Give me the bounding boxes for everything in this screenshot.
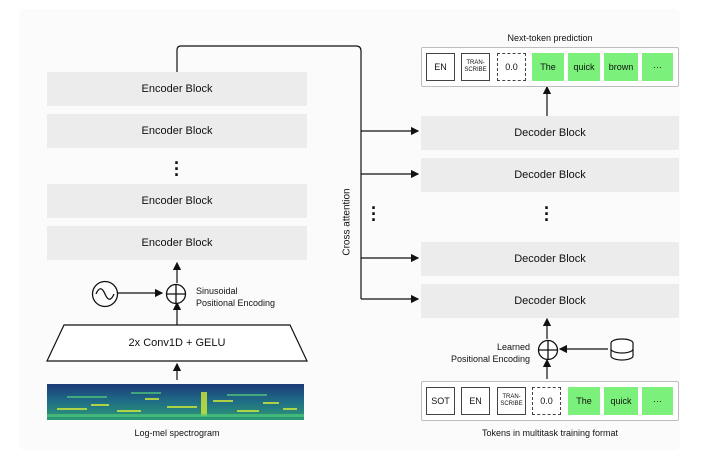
decoder-block: Decoder Block: [421, 158, 679, 192]
vertical-ellipsis-icon: ···: [174, 153, 180, 185]
learned-positional-encoding-label: Learned Positional Encoding: [432, 341, 530, 365]
input-token-caption: Tokens in multitask training format: [481, 428, 619, 438]
plus-circle-icon: [537, 339, 559, 361]
spectrogram-image: [47, 384, 304, 420]
encoder-block: Encoder Block: [47, 72, 307, 106]
plus-circle-icon: [165, 283, 187, 305]
learned-pos-line2: Positional Encoding: [450, 354, 530, 364]
token: 0.0: [497, 53, 526, 81]
token: TRAN- SCRIBE: [497, 387, 526, 415]
input-token-strip: SOT EN TRAN- SCRIBE 0.0 The quick ···: [421, 381, 679, 421]
output-token-strip: EN TRAN- SCRIBE 0.0 The quick brown ···: [421, 47, 679, 87]
token: SOT: [426, 387, 455, 415]
pos-enc-line2: Positional Encoding: [196, 298, 276, 308]
decoder-block: Decoder Block: [421, 116, 679, 150]
decoder-block: Decoder Block: [421, 242, 679, 276]
conv-gelu-block: 2x Conv1D + GELU: [128, 337, 226, 349]
spectrogram-caption: Log-mel spectrogram: [134, 428, 220, 438]
vertical-ellipsis-icon: ···: [544, 198, 550, 230]
encoder-block: Encoder Block: [47, 114, 307, 148]
decoder-block: Decoder Block: [421, 284, 679, 318]
token: EN: [426, 53, 455, 81]
token: The: [532, 53, 564, 81]
token: brown: [604, 53, 638, 81]
token: ···: [642, 387, 673, 415]
token: EN: [461, 387, 490, 415]
vertical-ellipsis-icon: ···: [371, 198, 377, 230]
token: The: [568, 387, 600, 415]
learned-pos-line1: Learned: [496, 342, 530, 352]
token: ···: [642, 53, 673, 81]
encoder-block: Encoder Block: [47, 226, 307, 260]
cross-attention-label: Cross attention: [341, 188, 353, 256]
output-title: Next-token prediction: [507, 33, 593, 43]
encoder-block: Encoder Block: [47, 184, 307, 218]
pos-enc-line1: Sinusoidal: [196, 286, 238, 296]
sine-wave-icon: [91, 280, 119, 308]
database-icon: [610, 338, 634, 361]
token: quick: [604, 387, 638, 415]
token: TRAN- SCRIBE: [461, 53, 490, 81]
positional-encoding-label: Sinusoidal Positional Encoding: [196, 285, 275, 309]
token: 0.0: [532, 387, 561, 415]
token: quick: [568, 53, 600, 81]
